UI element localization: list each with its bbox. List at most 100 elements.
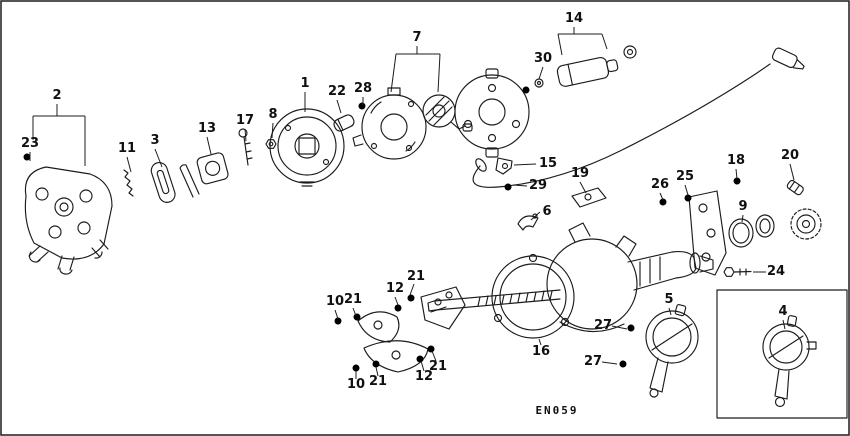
part-number-label: 2 xyxy=(52,88,61,103)
ignition-wire xyxy=(472,63,771,188)
leader-line xyxy=(735,168,738,180)
part-number-label: 20 xyxy=(781,148,799,163)
part-number-label: 12 xyxy=(415,369,433,384)
part-number-label: 18 xyxy=(727,153,745,168)
bolt-24 xyxy=(723,267,752,277)
part-number-label: 21 xyxy=(429,359,447,374)
part-number-label: 14 xyxy=(565,11,583,26)
leader-line xyxy=(154,148,163,168)
small-screw-28 xyxy=(354,101,370,121)
terminal-grommet xyxy=(196,152,229,185)
leader-line xyxy=(601,33,608,50)
washer-30 xyxy=(534,78,544,88)
leader-line xyxy=(579,181,587,194)
part-number-label: 27 xyxy=(584,354,602,369)
leader-line xyxy=(352,307,357,317)
part-number-label: 9 xyxy=(738,199,747,214)
condenser xyxy=(556,56,619,87)
leader-line xyxy=(431,350,437,362)
part-number-label: 23 xyxy=(21,136,39,151)
leader-line xyxy=(512,184,528,187)
distributor-cap xyxy=(24,166,113,275)
clamp-washer-21a xyxy=(349,312,364,332)
leader-line xyxy=(336,99,342,114)
gasket xyxy=(571,187,607,208)
leader-line xyxy=(538,338,542,346)
cap-screw xyxy=(19,152,39,172)
clamp-upper xyxy=(357,311,400,343)
leader-line xyxy=(530,211,541,221)
part-number-label: 12 xyxy=(386,281,404,296)
flange-plate xyxy=(454,68,530,158)
drive-gear xyxy=(790,208,822,240)
long-screw xyxy=(238,128,253,166)
wire-connector xyxy=(771,47,805,70)
thrust-washer xyxy=(755,214,775,238)
part-number-label: 10 xyxy=(326,294,344,309)
leader-line xyxy=(659,192,664,201)
housing-gasket-plate xyxy=(491,253,575,339)
leader-line xyxy=(390,53,397,93)
leader-line xyxy=(611,325,628,330)
part-number-label: 7 xyxy=(412,30,421,45)
drive-shaft xyxy=(427,289,561,312)
condenser-washer xyxy=(623,45,637,59)
part-number-label: 27 xyxy=(594,318,612,333)
roll-pin xyxy=(786,179,804,196)
leader-line xyxy=(244,128,247,142)
part-number-label: 16 xyxy=(532,344,550,359)
part-number-label: 21 xyxy=(344,292,362,307)
part-number-label: 15 xyxy=(539,156,557,171)
part-number-label: 22 xyxy=(328,84,346,99)
inset-box xyxy=(716,289,848,419)
clamp-washer-21d xyxy=(423,334,439,354)
cap-clip xyxy=(150,162,176,203)
part-number-label: 21 xyxy=(407,269,425,284)
leader-line xyxy=(334,309,339,320)
part-number-label: 11 xyxy=(118,141,136,156)
leader-line xyxy=(437,53,441,93)
diagram-code: EN059 xyxy=(535,404,578,417)
leader-line xyxy=(375,366,379,377)
small-clamp xyxy=(517,213,539,231)
part-number-label: 26 xyxy=(651,177,669,192)
cap-clip-2 xyxy=(179,164,200,198)
point-plate xyxy=(269,108,345,187)
part-number-label: 30 xyxy=(534,51,552,66)
vacuum-screw-27a xyxy=(626,324,645,337)
part-number-label: 3 xyxy=(150,133,159,148)
leader-line xyxy=(206,136,212,155)
vacuum-unit-5 xyxy=(645,304,699,398)
vacuum-unit-4 xyxy=(762,315,817,408)
leader-line xyxy=(271,122,274,139)
breaker-plate xyxy=(352,87,427,160)
part-number-label: 28 xyxy=(354,81,372,96)
leader-line xyxy=(782,319,786,330)
leader-line xyxy=(394,296,399,306)
part-number-label: 17 xyxy=(236,113,254,128)
part-number-label: 29 xyxy=(529,178,547,193)
nut xyxy=(265,139,277,149)
leader-line xyxy=(741,214,744,223)
leader-line xyxy=(684,184,689,196)
part-number-label: 8 xyxy=(268,107,277,122)
leader-line xyxy=(557,33,563,56)
part-number-label: 6 xyxy=(542,204,551,219)
clamp-screw-10b xyxy=(349,353,364,373)
leader-line xyxy=(601,361,618,365)
leader-line xyxy=(538,66,544,80)
part-number-label: 19 xyxy=(571,166,589,181)
clamp-screw-10a xyxy=(330,316,344,336)
distributor-housing xyxy=(546,222,714,333)
leader-line xyxy=(513,163,537,166)
leader-line xyxy=(789,163,795,181)
leader-line xyxy=(126,156,132,173)
part-number-label: 25 xyxy=(676,169,694,184)
part-number-label: 1 xyxy=(300,76,309,91)
bracket-screw xyxy=(494,178,513,191)
part-number-label: 21 xyxy=(369,374,387,389)
clamp-pin-12a xyxy=(388,303,403,322)
